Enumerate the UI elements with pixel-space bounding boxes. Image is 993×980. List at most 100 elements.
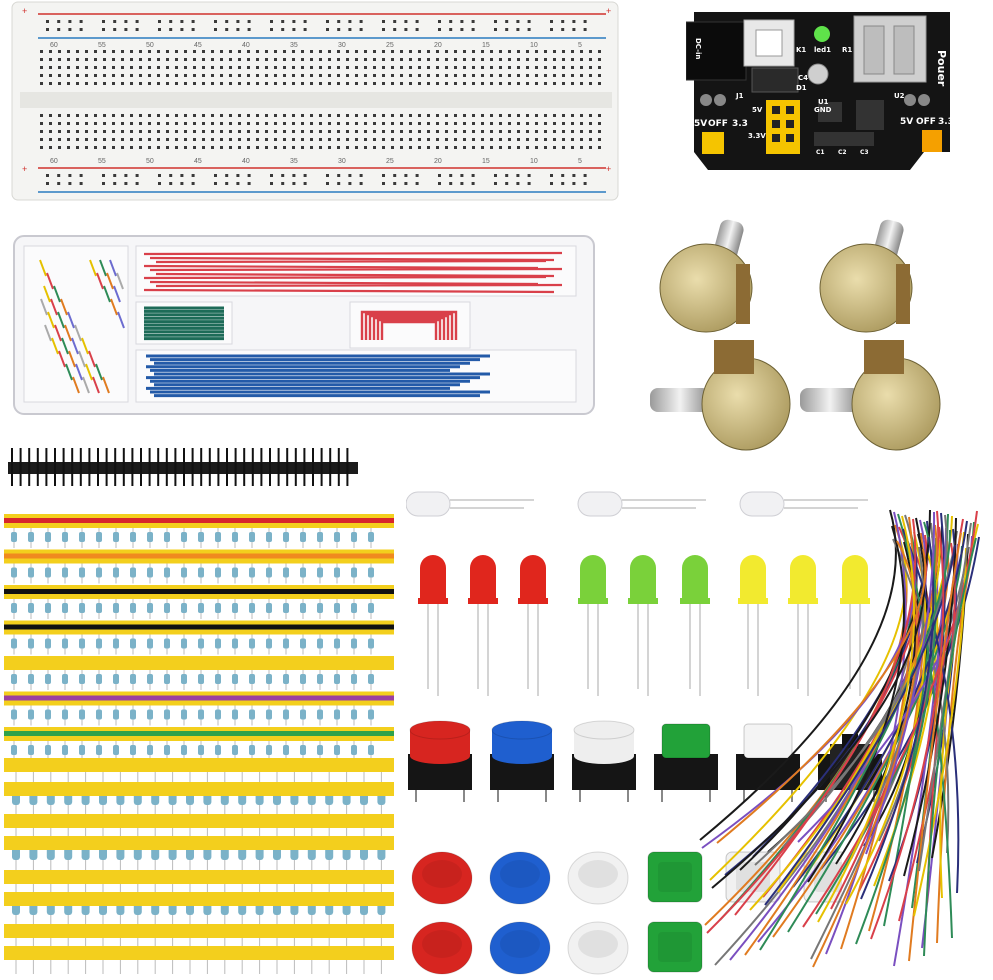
short-jumper-wire (47, 311, 55, 329)
short-jumper-wire (51, 337, 59, 355)
resistor (351, 532, 357, 542)
resistor (368, 532, 374, 542)
u-shaped-jumper (360, 310, 458, 340)
resistor (96, 567, 102, 578)
column-number: 20 (434, 42, 442, 49)
resistor (215, 709, 221, 720)
label-u1: U1 (818, 98, 829, 106)
label-dc-in: DC-in (694, 38, 702, 59)
dupont-wire (706, 518, 917, 934)
potentiometer-1 (659, 219, 753, 333)
short-jumper-wire (65, 363, 73, 381)
resistor (130, 709, 136, 720)
dupont-wire (870, 526, 945, 940)
resistor (130, 638, 136, 649)
resistor (45, 745, 51, 755)
resistor (11, 674, 17, 684)
resistor (11, 532, 17, 542)
resistor (368, 745, 374, 755)
resistor (62, 674, 68, 684)
resistor (181, 603, 187, 613)
label-c2: C2 (838, 149, 847, 156)
led (518, 555, 548, 696)
resistor (45, 567, 51, 578)
short-jumper-wire (50, 298, 58, 316)
short-jumper-wire (61, 337, 69, 355)
resistor (62, 603, 68, 613)
plus-mark-bottom: + (22, 164, 27, 174)
resistor-tape (4, 946, 394, 960)
label-j1: J1 (735, 92, 744, 100)
resistor (249, 567, 255, 578)
resistor (130, 567, 136, 578)
short-jumper-wire (85, 363, 93, 381)
column-number: 5 (578, 158, 582, 165)
label-5v-left: 5V (694, 119, 707, 129)
short-jumper-wire (75, 363, 83, 381)
resistor (300, 674, 306, 684)
resistor (198, 709, 204, 720)
resistor (11, 567, 17, 578)
resistor (232, 567, 238, 578)
column-number: 5 (578, 42, 582, 49)
led (738, 555, 768, 696)
resistor (317, 745, 323, 755)
resistor-tape (4, 814, 394, 828)
dupont-wire-bundle (699, 509, 980, 968)
resistor (198, 745, 204, 755)
column-number: 40 (242, 158, 250, 165)
resistor (266, 603, 272, 613)
resistor-tape (4, 758, 394, 772)
label-u2: U2 (894, 92, 905, 100)
resistor (45, 709, 51, 720)
dupont-wire (739, 509, 931, 871)
resistor (147, 674, 153, 684)
column-number: 30 (338, 158, 346, 165)
pin-header-strip (8, 448, 358, 486)
resistor-tape (4, 782, 394, 796)
resistor (351, 567, 357, 578)
resistor (113, 745, 119, 755)
tactile-switch (572, 720, 636, 802)
resistor (368, 674, 374, 684)
resistor (283, 745, 289, 755)
resistor (79, 567, 85, 578)
dupont-wire (902, 528, 960, 894)
short-jumper-wire (110, 298, 118, 316)
button-cap (647, 851, 703, 903)
label-power: Pouer (935, 50, 948, 87)
dupont-wire (923, 537, 977, 957)
label-off-left: OFF (708, 119, 728, 129)
red-jumper-wire (155, 272, 555, 278)
short-jumper-wire (99, 259, 107, 277)
resistor (249, 674, 255, 684)
resistor (368, 709, 374, 720)
column-number: 50 (146, 42, 154, 49)
resistor (181, 745, 187, 755)
resistor-tape (4, 924, 394, 938)
column-number: 45 (194, 158, 202, 165)
column-number: 45 (194, 42, 202, 49)
resistor (334, 532, 340, 542)
label-5v-mid: 5V (752, 106, 763, 114)
resistor (317, 709, 323, 720)
resistor (351, 638, 357, 649)
resistor (79, 709, 85, 720)
clear-led (406, 491, 534, 517)
red-jumper-wire (143, 264, 539, 270)
resistor (28, 603, 34, 613)
resistor (96, 603, 102, 613)
tactile-switch (490, 720, 554, 802)
short-jumper-wire (96, 272, 104, 290)
center-channel (20, 92, 612, 108)
resistor (130, 603, 136, 613)
resistor (317, 603, 323, 613)
capacitor (807, 63, 829, 85)
resistor (28, 567, 34, 578)
resistor (147, 532, 153, 542)
button-cap (411, 851, 473, 905)
dupont-wire (812, 540, 919, 968)
u-shaped-jumper (368, 314, 450, 340)
short-jumper-wire (74, 324, 82, 342)
resistor (300, 709, 306, 720)
